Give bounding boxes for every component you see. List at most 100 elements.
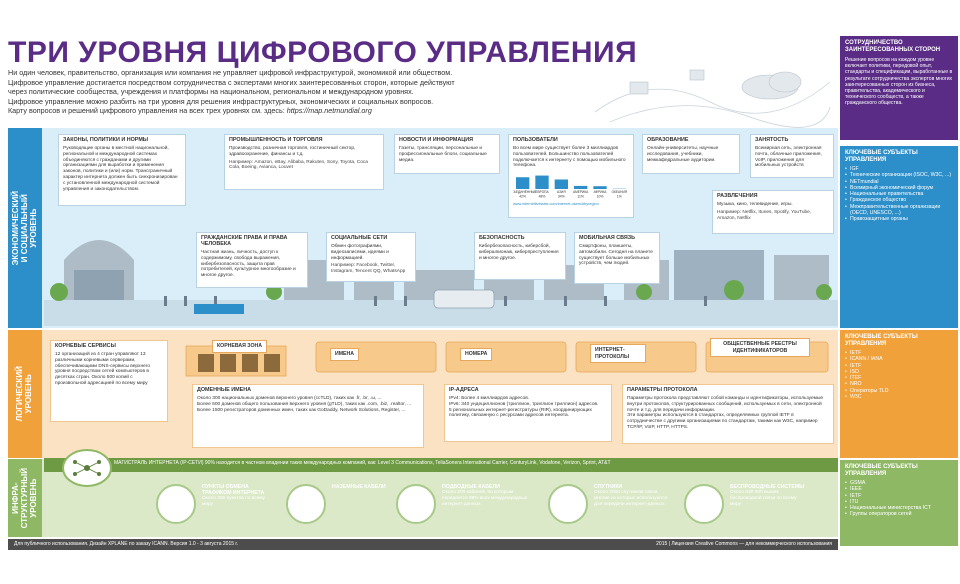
users-bar <box>574 186 588 190</box>
level-label-infra: ИНФРА-СТРУКТУРНЫЙ УРОВЕНЬ <box>8 459 42 537</box>
card-text: Производство, розничная торговля, гостин… <box>229 145 356 157</box>
card-text: Более 1500 регистраторов доменных имен, … <box>197 407 406 413</box>
actor-item: GSMA <box>845 480 953 486</box>
card-laws: ЗАКОНЫ, ПОЛИТИКИ И НОРМЫ Руководящие орг… <box>58 134 186 206</box>
intro-line: через политические сообщества, учреждени… <box>8 87 414 96</box>
card-example: Например: Facebook, Twitter, Instagram, … <box>331 263 406 275</box>
card-title: ГРАЖДАНСКИЕ ПРАВА И ПРАВА ЧЕЛОВЕКА <box>201 235 288 247</box>
card-title: ПУНКТЫ ОБМЕНА ТРАФИКОМ ИНТЕРНЕТА <box>202 484 265 497</box>
card-title: БЕЗОПАСНОСТЬ <box>479 235 525 241</box>
actor-item: ITU <box>845 499 953 505</box>
card-text: Около 200 кабелей, по которым передается… <box>442 490 528 507</box>
card-text: Кибербезопасность, киберсбой, кибершпион… <box>479 243 559 261</box>
level-label-economic: ЭКОНОМИЧЕСКИЙ И СОЦИАЛЬНЫЙ УРОВЕНЬ <box>8 128 42 328</box>
submarine-cable-icon <box>396 484 436 524</box>
card-text: Смартфоны, планшеты, автомобили. Сегодня… <box>579 243 653 267</box>
users-bar-label: 48% <box>539 195 546 199</box>
intro-line: Карту вопросов и решений цифрового управ… <box>8 106 588 116</box>
card-ground-cables: НАЗЕМНЫЕ КАБЕЛИ <box>332 484 386 490</box>
card-title: СОЦИАЛЬНЫЕ СЕТИ <box>331 235 388 241</box>
actor-item: IETF <box>845 350 953 356</box>
level-label-text: ЛОГИЧЕСКИЙ УРОВЕНЬ <box>15 366 33 422</box>
users-bar-category: АМЕРИКА <box>573 190 589 194</box>
network-hub-icon <box>62 449 112 487</box>
card-title: ПАРАМЕТРЫ ПРОТОКОЛА <box>627 387 698 393</box>
card-text: Около 830 000 вышек беспроводной связи п… <box>730 490 797 507</box>
card-title: ЗАКОНЫ, ПОЛИТИКИ И НОРМЫ <box>63 137 149 143</box>
users-bar-label: 10% <box>597 195 604 199</box>
card-text: Онлайн-университеты, научные исследовани… <box>647 145 719 163</box>
card-protocol-params: ПАРАМЕТРЫ ПРОТОКОЛА Параметры протокола … <box>622 384 834 444</box>
actor-item: Национальные министерства ICT <box>845 505 953 511</box>
card-text: Обмен фотографиями, видеозаписями, идеям… <box>331 243 389 261</box>
actor-item: Правозащитные органы <box>845 216 953 222</box>
coop-box: СОТРУДНИЧЕСТВО ЗАИНТЕРЕСОВАННЫХ СТОРОН Р… <box>840 36 958 140</box>
actor-item: NETmundial <box>845 179 953 185</box>
users-bar <box>593 186 607 190</box>
actor-item: IEEE <box>845 486 953 492</box>
actor-item: Национальные правительства <box>845 191 953 197</box>
card-title: КОРНЕВЫЕ СЕРВИСЫ <box>55 343 116 349</box>
card-security: БЕЗОПАСНОСТЬ Кибербезопасность, киберсбо… <box>474 232 566 280</box>
actor-item: Гражданское общество <box>845 197 953 203</box>
actor-item: W3C <box>845 394 953 400</box>
card-text: Музыка, кино, телевидение, игры. <box>717 201 793 207</box>
card-domain-names: ДОМЕННЫЕ ИМЕНА Около 300 национальных до… <box>192 384 424 448</box>
card-title: ПОЛЬЗОВАТЕЛИ <box>513 137 558 143</box>
footer: Для публичного использования. Дизайн XPL… <box>8 539 838 550</box>
level-label-text: ИНФРА-СТРУКТУРНЫЙ УРОВЕНЬ <box>10 467 38 529</box>
card-users: ПОЛЬЗОВАТЕЛИ Во всем мире существует бол… <box>508 134 634 218</box>
card-text: 5 региональных интернет-регистратуры (RI… <box>449 407 592 419</box>
satellite-icon <box>548 484 588 524</box>
map-link[interactable]: https://map.netmundial.org <box>286 106 372 115</box>
card-text: Руководящие органы в местной национально… <box>63 145 178 192</box>
backbone-bar: МАГИСТРАЛЬ ИНТЕРНЕТА (IP-СЕТИ) 90% наход… <box>44 458 838 472</box>
ixp-icon <box>156 484 196 524</box>
wireless-tower-icon <box>684 484 724 524</box>
users-bar <box>535 175 549 190</box>
users-bar-category: АЗИЯ <box>557 190 566 194</box>
card-news: НОВОСТИ И ИНФОРМАЦИЯ Газеты, трансляции,… <box>394 134 500 174</box>
level-label-logical: ЛОГИЧЕСКИЙ УРОВЕНЬ <box>8 330 42 458</box>
card-title: СПУТНИКИ <box>594 484 623 490</box>
card-title: ПОДВОДНЫЕ КАБЕЛИ <box>442 484 500 490</box>
intro-line: Ни один человек, правительство, организа… <box>8 68 453 77</box>
actors-infra: КЛЮЧЕВЫЕ СУБЪЕКТЫ УПРАВЛЕНИЯ GSMA IEEE I… <box>840 460 958 546</box>
actors-title: КЛЮЧЕВЫЕ СУБЪЕКТЫ УПРАВЛЕНИЯ <box>845 150 918 163</box>
card-trade: ПРОМЫШЛЕННОСТЬ И ТОРГОВЛЯ Производство, … <box>224 134 384 190</box>
card-text: Более 500 доменов общего пользования вер… <box>197 401 412 407</box>
actor-item: Всемирный экономический форум <box>845 185 953 191</box>
source-link[interactable]: www.internetlivestats.com/internet-users… <box>513 202 599 207</box>
card-satellites: СПУТНИКИ Около 2000 спутников связи, мно… <box>594 484 668 507</box>
label-numbers: НОМЕРА <box>460 348 493 361</box>
card-social: СОЦИАЛЬНЫЕ СЕТИ Обмен фотографиями, виде… <box>326 232 416 282</box>
card-title: БЕСПРОВОДНЫЕ СИСТЕМЫ <box>730 484 805 490</box>
page-title: ТРИ УРОВНЯ ЦИФРОВОГО УПРАВЛЕНИЯ <box>8 36 638 69</box>
card-title: ДОМЕННЫЕ ИМЕНА <box>197 387 252 393</box>
actor-item: IETF <box>845 363 953 369</box>
label-registries: ОБЩЕСТВЕННЫЕ РЕЕСТРЫ ИДЕНТИФИКАТОРОВ <box>710 338 810 357</box>
card-text: IPv6: 340 ундециллионов (триллион, трилл… <box>449 401 599 407</box>
card-title: ЗАНЯТОСТЬ <box>755 137 789 143</box>
card-text: Параметры протокола представляют собой к… <box>627 395 824 413</box>
card-root-services: КОРНЕВЫЕ СЕРВИСЫ 12 организаций из 4 стр… <box>50 340 168 422</box>
users-bar <box>516 177 530 190</box>
users-bar <box>554 179 568 190</box>
intro-text: Ни один человек, правительство, организа… <box>8 68 588 116</box>
actors-logical: КЛЮЧЕВЫЕ СУБЪЕКТЫ УПРАВЛЕНИЯ IETF ICANN … <box>840 330 958 458</box>
actor-item: IGF <box>845 166 953 172</box>
card-title: НОВОСТИ И ИНФОРМАЦИЯ <box>399 137 473 143</box>
card-title: РАЗВЛЕЧЕНИЯ <box>717 193 758 199</box>
level-label-text: ЭКОНОМИЧЕСКИЙ И СОЦИАЛЬНЫЙ УРОВЕНЬ <box>10 190 38 266</box>
card-title: НАЗЕМНЫЕ КАБЕЛИ <box>332 484 386 490</box>
actors-title: КЛЮЧЕВЫЕ СУБЪЕКТЫ УПРАВЛЕНИЯ <box>845 334 918 347</box>
users-bar-category: АФРИКА <box>594 190 608 194</box>
users-bar-label: 34% <box>558 195 565 199</box>
label-root-zone: КОРНЕВАЯ ЗОНА <box>212 340 267 353</box>
intro-line: Карту вопросов и решений цифрового управ… <box>8 106 285 115</box>
card-title: ОБРАЗОВАНИЕ <box>647 137 689 143</box>
card-title: IP-АДРЕСА <box>449 387 479 393</box>
card-example: Например: Amazon, eBay, Alibaba, Rakuten… <box>229 159 368 171</box>
card-text: Во всем мире существует более 3 миллиард… <box>513 145 626 169</box>
